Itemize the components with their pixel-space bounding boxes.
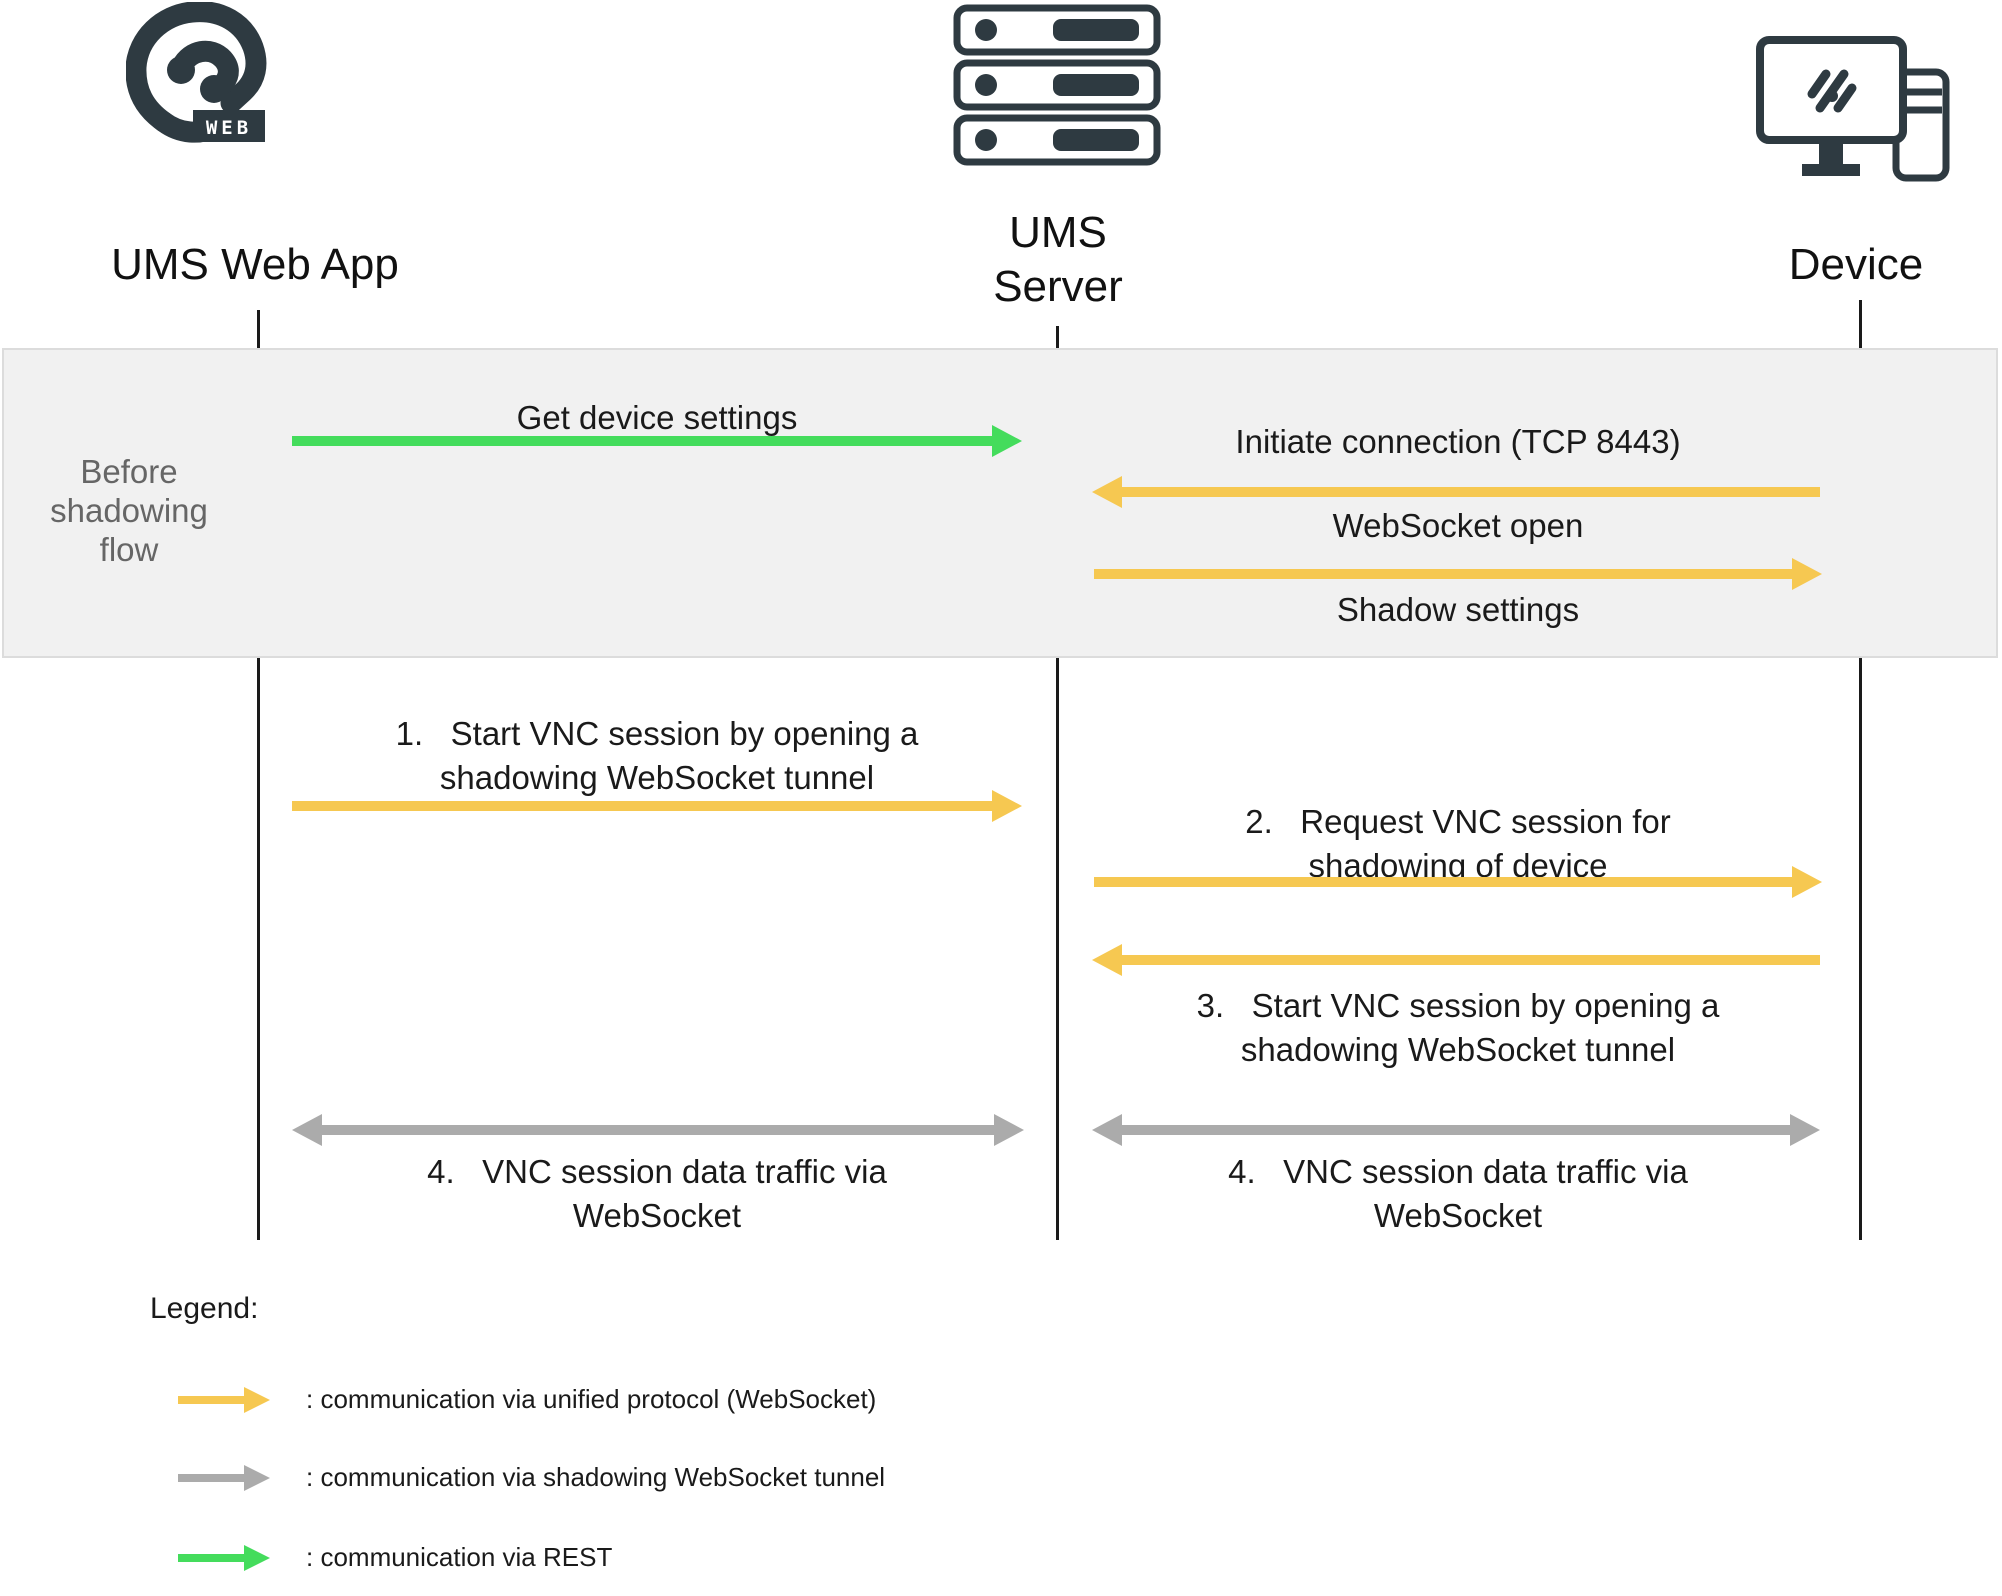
legend-item-tunnel: : communication via shadowing WebSocket … [178,1462,885,1493]
lifeline-server [1056,326,1059,1240]
legend-label-unified: : communication via unified protocol (We… [306,1384,877,1414]
message-websocket-open: WebSocket open [1332,507,1584,544]
actor-label-device: Device [1788,240,1924,289]
web-badge-label: WEB [206,117,252,139]
rest-arrow-get-device-settings [292,425,1022,457]
message-step4-right: 4. VNC session data traffic via WebSocke… [1228,1153,1688,1234]
unified-arrow-step2 [1094,866,1822,898]
message-initiate-connection: Initiate connection (TCP 8443) [1235,423,1681,460]
unified-arrow-icon [178,1386,270,1413]
unified-arrow-step1 [292,790,1022,822]
tunnel-arrow-step4-right [1092,1114,1820,1146]
message-step2: 2. Request VNC session for shadowing of … [1245,803,1671,884]
message-step3: 3. Start VNC session by opening a shadow… [1196,987,1720,1068]
unified-arrow-websocket-open [1094,558,1822,590]
legend-title: Legend: [150,1292,259,1325]
message-get-device-settings: Get device settings [516,399,798,436]
unified-arrow-initiate-connection [1092,476,1820,508]
ums-web-app-logo-icon: WEB [126,2,267,143]
device-icon [1756,36,1950,182]
unified-arrow-step3 [1092,944,1820,976]
legend-label-tunnel: : communication via shadowing WebSocket … [306,1462,886,1492]
tunnel-arrow-icon [178,1464,270,1491]
legend-label-rest: : communication via REST [306,1542,613,1572]
legend-item-rest: : communication via REST [178,1542,612,1573]
message-step4-left: 4. VNC session data traffic via WebSocke… [427,1153,887,1234]
before-shadowing-label: Before shadowing flow [50,453,208,568]
message-step1: 1. Start VNC session by opening a shadow… [395,715,919,796]
rest-arrow-icon [178,1544,270,1571]
lifeline-web-app [257,310,260,1240]
actor-label-ums-server: UMS Server [993,208,1123,311]
before-shadowing-band [2,348,1998,658]
message-shadow-settings: Shadow settings [1336,591,1580,628]
lifeline-device [1859,300,1862,1240]
tunnel-arrow-step4-left [292,1114,1024,1146]
ums-server-icon [953,4,1161,166]
actor-label-ums-web-app: UMS Web App [111,240,399,289]
legend-item-unified: : communication via unified protocol (We… [178,1384,876,1415]
